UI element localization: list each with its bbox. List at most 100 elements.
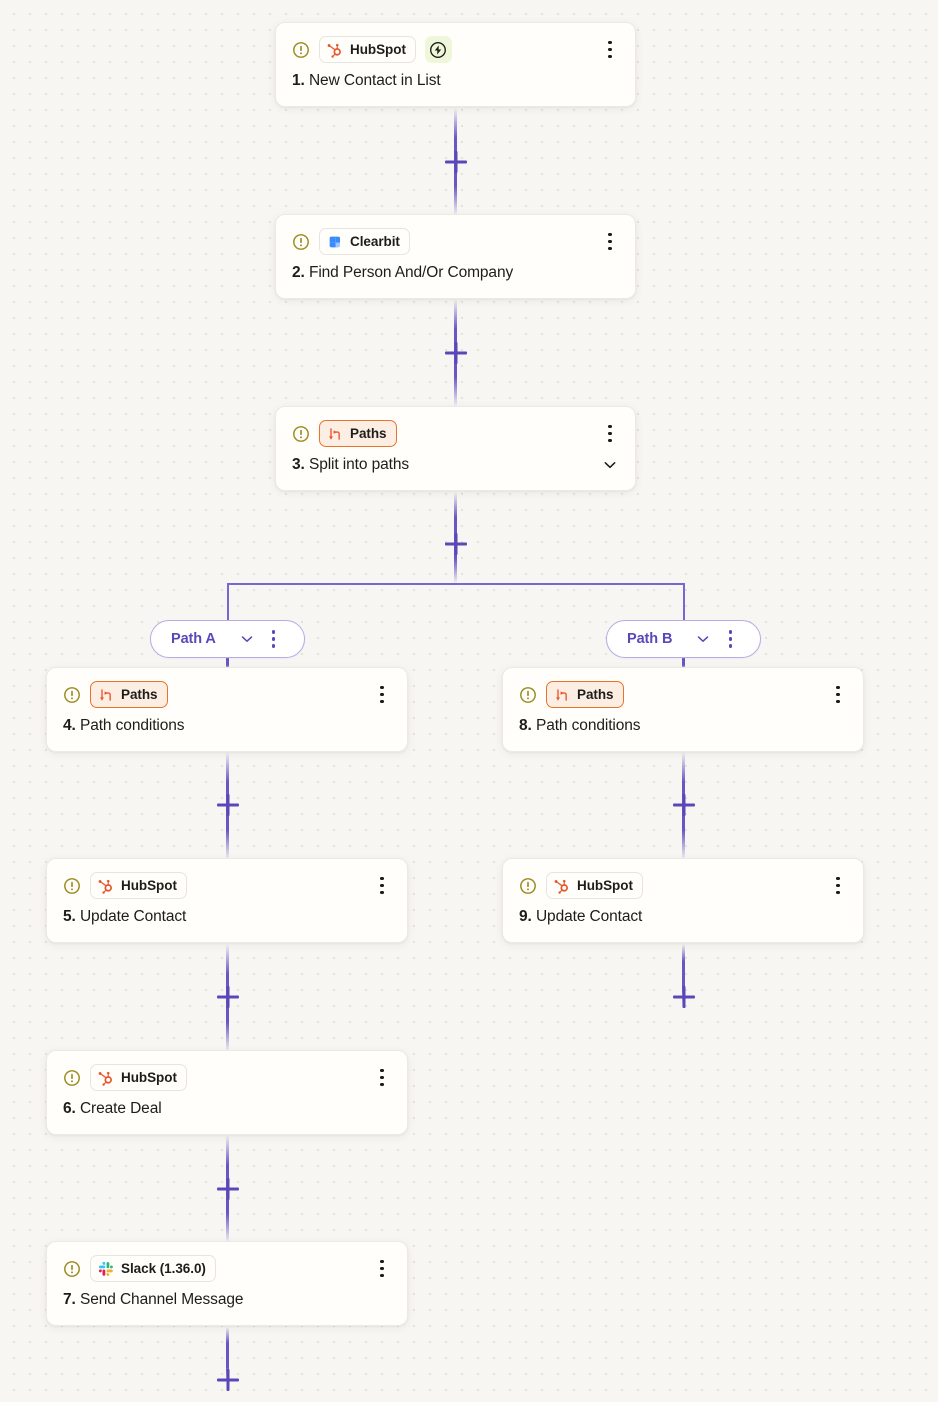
node-title: 9. Update Contact xyxy=(519,908,642,927)
node-title-text: Find Person And/Or Company xyxy=(308,264,514,281)
warning-icon[interactable] xyxy=(63,1069,81,1087)
node-header: Slack (1.36.0) xyxy=(63,1255,391,1282)
node-menu-button[interactable] xyxy=(829,875,847,897)
app-chip-label: HubSpot xyxy=(350,42,406,57)
node-footer: 6. Create Deal xyxy=(63,1100,391,1119)
node-title-text: New Contact in List xyxy=(308,72,441,89)
workflow-node-step-8[interactable]: Paths 8. Path conditions xyxy=(502,667,864,752)
connector-pathA-pill-to-4 xyxy=(226,655,229,669)
paths-split-icon xyxy=(329,427,340,440)
path-menu-button[interactable] xyxy=(722,628,738,650)
node-step-number: 1. xyxy=(292,72,305,89)
app-chip-slack[interactable]: Slack (1.36.0) xyxy=(90,1255,216,1282)
workflow-node-step-5[interactable]: HubSpot 5. Update Contact xyxy=(46,858,408,943)
warning-icon[interactable] xyxy=(292,41,310,59)
node-step-number: 5. xyxy=(63,908,76,925)
node-footer: 9. Update Contact xyxy=(519,908,847,927)
add-step-button-after-2[interactable] xyxy=(443,340,469,366)
node-title-text: Path conditions xyxy=(79,717,185,734)
node-menu-button[interactable] xyxy=(373,1067,391,1089)
add-step-button-after-8[interactable] xyxy=(671,792,697,818)
warning-icon[interactable] xyxy=(63,877,81,895)
node-title: 5. Update Contact xyxy=(63,908,186,927)
node-menu-button[interactable] xyxy=(373,1258,391,1280)
app-chip-hubspot[interactable]: HubSpot xyxy=(319,36,416,63)
node-step-number: 2. xyxy=(292,264,305,281)
node-header: HubSpot xyxy=(63,1064,391,1091)
app-chip-paths[interactable]: Paths xyxy=(90,681,168,708)
chevron-down-icon[interactable] xyxy=(694,630,712,648)
app-chip-label: Paths xyxy=(577,687,614,702)
hubspot-logo-icon xyxy=(98,879,112,894)
path-menu-button[interactable] xyxy=(266,628,282,650)
warning-icon[interactable] xyxy=(292,233,310,251)
warning-icon[interactable] xyxy=(63,686,81,704)
node-title: 8. Path conditions xyxy=(519,717,641,736)
add-step-button-after-9[interactable] xyxy=(671,984,697,1010)
app-chip-hubspot[interactable]: HubSpot xyxy=(546,872,643,899)
workflow-node-step-7[interactable]: Slack (1.36.0) 7. Send Channel Message xyxy=(46,1241,408,1326)
node-menu-button[interactable] xyxy=(601,231,619,253)
hubspot-logo-icon xyxy=(554,879,568,894)
node-header: Paths xyxy=(292,420,619,447)
node-header: Paths xyxy=(63,681,391,708)
node-title: 4. Path conditions xyxy=(63,717,185,736)
node-header: Paths xyxy=(519,681,847,708)
add-step-button-after-1[interactable] xyxy=(443,149,469,175)
node-footer: 1. New Contact in List xyxy=(292,72,619,91)
path-label: Path B xyxy=(627,631,673,647)
workflow-node-step-4[interactable]: Paths 4. Path conditions xyxy=(46,667,408,752)
connector-9-tail xyxy=(682,944,685,1006)
node-title-text: Create Deal xyxy=(79,1100,162,1117)
node-menu-button[interactable] xyxy=(601,39,619,61)
branch-drop-right xyxy=(683,583,685,623)
app-chip-paths[interactable]: Paths xyxy=(319,420,397,447)
node-menu-button[interactable] xyxy=(829,684,847,706)
node-title: 1. New Contact in List xyxy=(292,72,441,91)
app-chip-clearbit[interactable]: Clearbit xyxy=(319,228,410,255)
chevron-down-icon[interactable] xyxy=(238,630,256,648)
node-menu-button[interactable] xyxy=(373,875,391,897)
add-step-button-after-7[interactable] xyxy=(215,1367,241,1393)
app-chip-label: Clearbit xyxy=(350,234,400,249)
warning-icon[interactable] xyxy=(519,686,537,704)
workflow-node-step-2[interactable]: Clearbit 2. Find Person And/Or Company xyxy=(275,214,636,299)
node-menu-button[interactable] xyxy=(601,423,619,445)
trigger-bolt-badge[interactable] xyxy=(424,36,452,63)
add-step-button-after-3[interactable] xyxy=(443,531,469,557)
app-chip-label: HubSpot xyxy=(577,878,633,893)
node-footer: 8. Path conditions xyxy=(519,717,847,736)
node-title: 6. Create Deal xyxy=(63,1100,162,1119)
workflow-node-step-6[interactable]: HubSpot 6. Create Deal xyxy=(46,1050,408,1135)
app-chip-hubspot[interactable]: HubSpot xyxy=(90,872,187,899)
warning-icon[interactable] xyxy=(292,425,310,443)
node-title-text: Path conditions xyxy=(535,717,641,734)
workflow-node-step-9[interactable]: HubSpot 9. Update Contact xyxy=(502,858,864,943)
node-header: HubSpot xyxy=(292,36,619,63)
path-pill-path-a[interactable]: Path A xyxy=(150,620,305,658)
warning-icon[interactable] xyxy=(63,1260,81,1278)
slack-logo-icon xyxy=(98,1261,113,1276)
path-pill-path-b[interactable]: Path B xyxy=(606,620,761,658)
node-title: 7. Send Channel Message xyxy=(63,1291,244,1310)
add-step-button-after-5[interactable] xyxy=(215,984,241,1010)
node-footer: 2. Find Person And/Or Company xyxy=(292,264,619,283)
node-menu-button[interactable] xyxy=(373,684,391,706)
branch-drop-left xyxy=(227,583,229,623)
add-step-button-after-6[interactable] xyxy=(215,1176,241,1202)
workflow-node-step-1[interactable]: HubSpot 1. New Contact in List xyxy=(275,22,636,107)
path-label: Path A xyxy=(171,631,216,647)
app-chip-paths[interactable]: Paths xyxy=(546,681,624,708)
node-footer: 7. Send Channel Message xyxy=(63,1291,391,1310)
hubspot-logo-icon xyxy=(98,1071,112,1086)
node-header: HubSpot xyxy=(519,872,847,899)
add-step-button-after-4[interactable] xyxy=(215,792,241,818)
node-title-text: Send Channel Message xyxy=(79,1291,244,1308)
workflow-node-step-3[interactable]: Paths 3. Split into paths xyxy=(275,406,636,491)
node-footer: 3. Split into paths xyxy=(292,456,619,475)
app-chip-hubspot[interactable]: HubSpot xyxy=(90,1064,187,1091)
chevron-down-icon[interactable] xyxy=(601,456,619,474)
node-title: 2. Find Person And/Or Company xyxy=(292,264,513,283)
warning-icon[interactable] xyxy=(519,877,537,895)
